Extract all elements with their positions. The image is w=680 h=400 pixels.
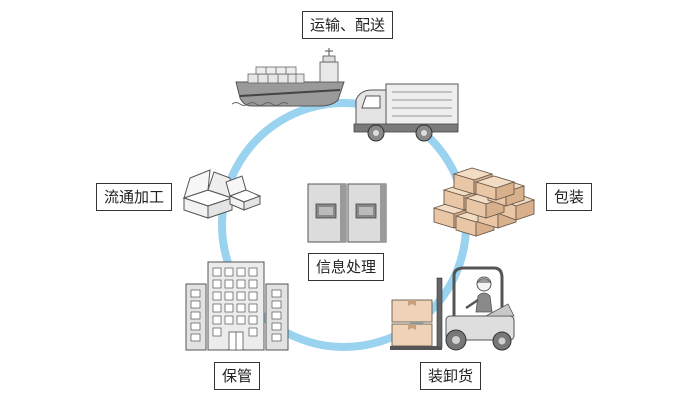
building-window xyxy=(248,291,258,301)
building-window xyxy=(212,267,222,277)
warehouse-buildings-icon xyxy=(185,261,289,351)
building-window xyxy=(190,300,201,309)
building-window xyxy=(190,333,201,342)
building-window xyxy=(190,311,201,320)
stage-label-processing: 流通加工 xyxy=(96,183,173,211)
building-window xyxy=(224,303,234,313)
building-window xyxy=(212,291,222,301)
building-window xyxy=(248,279,258,289)
stacked-boxes-icon xyxy=(432,167,536,237)
building-window xyxy=(248,327,258,337)
stage-label-storage: 保管 xyxy=(214,362,261,390)
building-window xyxy=(236,267,246,277)
building-window xyxy=(236,303,246,313)
building-window xyxy=(271,311,282,320)
building-window xyxy=(224,291,234,301)
building-window xyxy=(236,315,246,325)
forklift-icon xyxy=(390,266,515,351)
building-window xyxy=(224,315,234,325)
building-window xyxy=(224,267,234,277)
open-boxes-icon xyxy=(182,169,262,219)
building-window xyxy=(212,315,222,325)
building-window xyxy=(212,327,222,337)
building-window xyxy=(236,291,246,301)
stage-label-transport: 运输、配送 xyxy=(302,11,394,39)
cargo-ship-icon xyxy=(231,48,345,107)
building-window xyxy=(271,333,282,342)
stage-label-packaging: 包装 xyxy=(546,183,593,211)
building-window xyxy=(248,303,258,313)
delivery-truck-icon xyxy=(353,83,459,142)
building-window xyxy=(190,289,201,298)
server-cabinet-icon xyxy=(307,183,387,243)
building-window xyxy=(212,279,222,289)
building-window xyxy=(271,289,282,298)
center-label-info: 信息处理 xyxy=(308,253,385,281)
building-window xyxy=(224,279,234,289)
building-window xyxy=(236,279,246,289)
building-window xyxy=(212,303,222,313)
building-window xyxy=(248,267,258,277)
stage-label-handling: 装卸货 xyxy=(420,362,482,390)
building-window xyxy=(248,315,258,325)
building-window xyxy=(271,322,282,331)
building-window xyxy=(190,322,201,331)
building-window xyxy=(271,300,282,309)
